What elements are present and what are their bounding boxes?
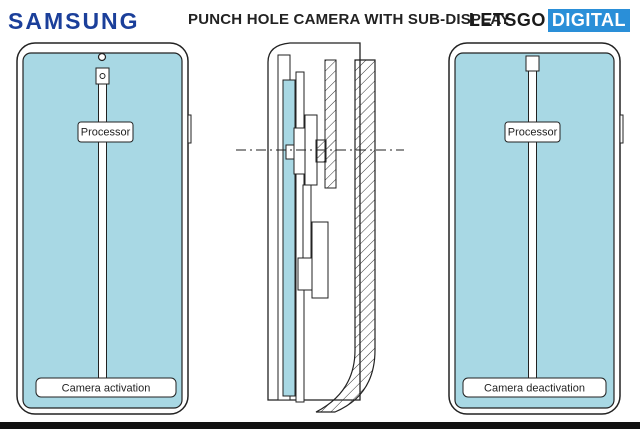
- letsgodigital-logo: LETSGO DIGITAL: [469, 9, 630, 32]
- cross-section-diagram: [236, 42, 404, 413]
- bottom-border: [0, 422, 640, 429]
- section-hatched-frame: [315, 59, 376, 413]
- section-hatched-plate: [324, 59, 337, 189]
- section-component-block: [311, 221, 329, 299]
- logo-text-digital: DIGITAL: [547, 9, 630, 32]
- right-signal-line: [528, 70, 537, 379]
- right-phone: Processor Camera deactivation: [448, 42, 624, 415]
- left-status-bar: [35, 377, 177, 398]
- left-processor-label: Processor: [81, 127, 131, 139]
- logo-text-letsgo: LETSGO: [468, 10, 546, 30]
- left-phone-side-button: [187, 114, 192, 144]
- left-status-label: Camera activation: [62, 383, 151, 395]
- left-phone: Processor Camera activation: [16, 42, 192, 415]
- left-punch-hole-camera-icon: [97, 52, 107, 62]
- section-flex-cable: [302, 184, 312, 261]
- section-connector: [297, 257, 313, 291]
- samsung-logo: SAMSUNG: [8, 8, 140, 34]
- left-processor-box: [77, 121, 134, 143]
- right-phone-side-button: [619, 114, 624, 144]
- section-screen-layer: [282, 79, 296, 397]
- section-hatched-mount: [315, 139, 327, 163]
- right-status-bar: [462, 377, 607, 398]
- right-sub-display-module: [525, 55, 540, 72]
- page-title: PUNCH HOLE CAMERA WITH SUB-DISPLAY: [188, 11, 511, 28]
- left-module-lens-icon: [99, 73, 106, 79]
- right-status-label: Camera deactivation: [484, 383, 585, 395]
- right-processor-box: [504, 121, 561, 143]
- right-processor-label: Processor: [508, 127, 558, 139]
